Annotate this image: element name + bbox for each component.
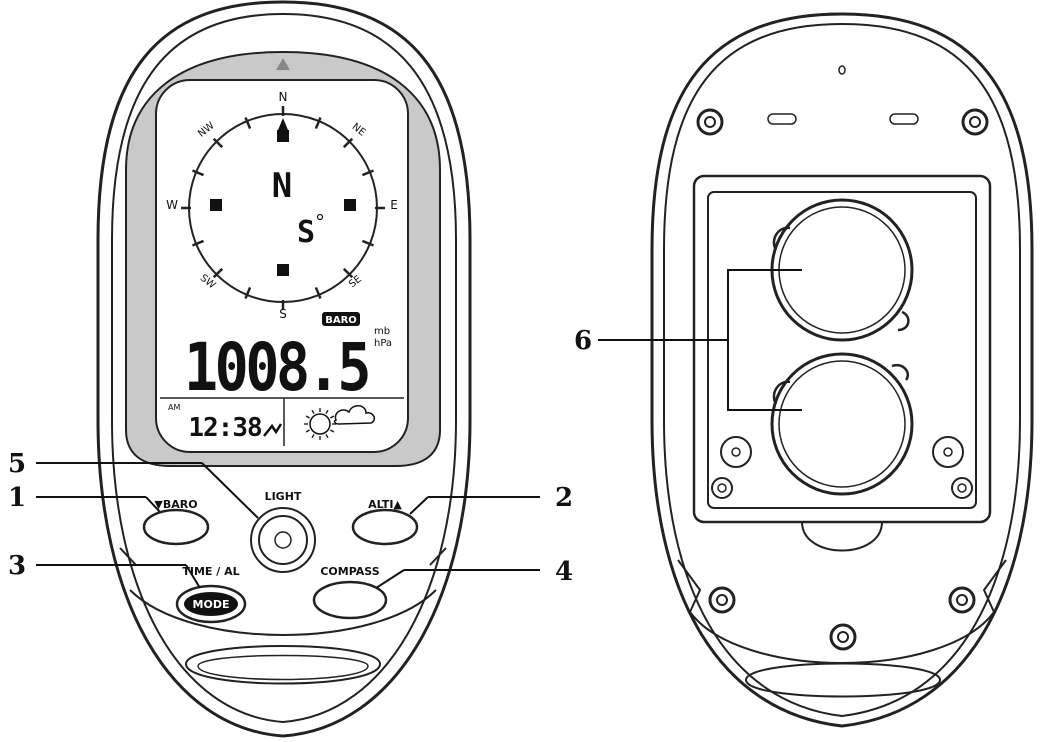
sun-ray (330, 415, 335, 419)
baro-button-label: ▼BARO (154, 498, 197, 511)
screw-bottom-center (829, 623, 857, 651)
light-button[interactable] (258, 515, 308, 565)
callout-3: 3 (8, 551, 26, 581)
am-indicator: AM (168, 403, 180, 412)
compass-tick (342, 137, 354, 149)
north-square-icon (277, 130, 289, 142)
screw-lower-right (948, 586, 976, 614)
callout-1-line-diag (145, 496, 161, 513)
callout-5-line-diag (201, 462, 259, 519)
pressure-reading: 1008.5 (184, 329, 368, 406)
top-slot-right (889, 113, 919, 125)
mode-button-label: MODE (193, 598, 230, 611)
compass-e-label: E (390, 198, 398, 212)
boss-left (720, 436, 752, 468)
back-view (650, 12, 1034, 728)
sun-ray (325, 409, 329, 414)
heading-letter-n: N (272, 166, 292, 206)
time-al-label: TIME / AL (182, 565, 239, 578)
screw-lower-left (708, 586, 736, 614)
compass-tick (244, 286, 252, 300)
front-body-inner-outline (111, 12, 457, 724)
callout-4-line (375, 569, 405, 589)
boss-right (932, 436, 964, 468)
battery-compartment-outer (692, 174, 992, 524)
back-body-inner-outline (663, 22, 1021, 718)
back-groove-right (982, 559, 1007, 613)
lower-arc (129, 589, 437, 636)
alti-button[interactable] (351, 508, 419, 546)
east-square-icon (344, 199, 356, 211)
unit-hpa-label: hPa (374, 338, 392, 349)
callouts (36, 269, 802, 589)
sun-ray (305, 415, 310, 419)
callout-3-line-diag (185, 564, 201, 589)
compartment-notch (801, 521, 883, 552)
battery-cell-top (770, 198, 914, 342)
compass-tick (212, 267, 224, 279)
boss-lower-right (951, 477, 973, 499)
callout-1: 1 (8, 483, 26, 513)
compass-tick (314, 286, 322, 300)
mode-button-inner (184, 592, 238, 616)
sun-ray (311, 409, 315, 414)
lower-groove-left (119, 547, 137, 566)
screw-top-right (961, 108, 989, 136)
time-reading: 12:38 (188, 413, 262, 443)
compass-tick (212, 137, 224, 149)
callout-2-line (409, 496, 429, 515)
compass-tick (314, 116, 322, 130)
compass-n-label: N (279, 90, 288, 104)
south-square-icon (277, 264, 289, 276)
compass-s-label: S (279, 307, 287, 321)
callout-6-bracket (727, 269, 802, 411)
screw-top-left (696, 108, 724, 136)
north-marker-triangle-icon (276, 58, 290, 70)
buttons-area: ▼BARO LIGHT ALTI▲ TIME / AL MODE COMPASS (142, 490, 419, 624)
callout-4: 4 (555, 557, 573, 587)
compass-button[interactable] (312, 580, 388, 620)
heading-letter-s: S (297, 215, 315, 250)
lower-slot-outer (184, 645, 382, 685)
callout-6: 6 (574, 326, 592, 356)
light-button-center (274, 531, 292, 549)
sun-ray (311, 434, 315, 439)
back-lower-slot (744, 662, 942, 698)
degree-symbol-icon (316, 213, 324, 221)
sun-ray (325, 434, 329, 439)
lanyard-hole (838, 65, 846, 75)
battery-compartment-inner (707, 191, 977, 509)
back-groove-left (677, 559, 702, 613)
cloud-icon (333, 405, 376, 425)
boss-lower-left (711, 477, 733, 499)
compass-tick (361, 169, 375, 177)
west-square-icon (210, 199, 222, 211)
compass-tick (244, 116, 252, 130)
compass-needle-icon (278, 118, 288, 130)
top-slot-left (767, 113, 797, 125)
callout-5: 5 (8, 449, 26, 479)
compass-w-label: W (166, 198, 178, 212)
baro-badge-label: BARO (325, 315, 357, 326)
sun-ray (330, 429, 335, 433)
baro-badge-bg (322, 312, 360, 326)
callout-2: 2 (555, 483, 573, 513)
alti-button-label: ALTI▲ (368, 498, 402, 511)
sun-ray (305, 429, 310, 433)
compass-tick (191, 169, 205, 177)
lower-groove-right (429, 547, 447, 566)
light-button-label: LIGHT (265, 490, 302, 503)
sun-icon (304, 408, 336, 440)
baro-button[interactable] (142, 508, 210, 546)
compass-tick (191, 239, 205, 247)
lower-slot-inner (197, 654, 369, 681)
front-view: N NE E SE S SW W NW N S BARO 1008.5 mb h… (96, 0, 472, 738)
compass-button-label: COMPASS (320, 565, 379, 578)
compass-tick (342, 267, 354, 279)
battery-cell-bottom (770, 352, 914, 496)
unit-mb-label: mb (374, 326, 390, 337)
alarm-bell-icon (263, 423, 283, 437)
compass-tick (361, 239, 375, 247)
